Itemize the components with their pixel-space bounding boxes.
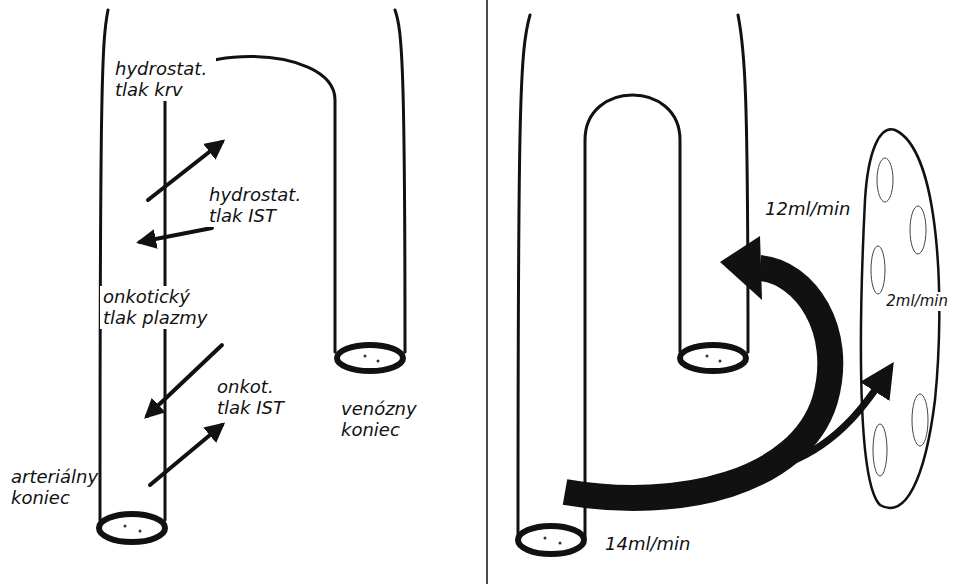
- speckle: [377, 360, 380, 363]
- capillary-wall: [100, 10, 108, 520]
- pressure-arrow: [150, 425, 222, 485]
- capillary-wall: [738, 15, 748, 352]
- speckle: [544, 537, 547, 540]
- flow-rate: 2ml/min: [883, 292, 951, 311]
- endothelial-cell: [910, 206, 926, 254]
- pressure-arrow: [140, 228, 212, 242]
- capillary-wall: [395, 10, 405, 352]
- panel-divider: [486, 0, 488, 584]
- speckle: [706, 355, 709, 358]
- speckle: [559, 542, 562, 545]
- pressure-arrow: [147, 345, 222, 416]
- speckle: [719, 360, 722, 363]
- speckle: [364, 355, 367, 358]
- flow-rate: 12ml/min: [762, 198, 853, 221]
- capillary-wall: [585, 95, 680, 538]
- endothelial-cell: [873, 424, 887, 476]
- end-label: venózny koniec: [338, 398, 438, 441]
- venous-end: [680, 345, 746, 371]
- endothelial-cell: [877, 158, 893, 202]
- end-label: arteriálny koniec: [8, 466, 98, 509]
- speckle: [124, 525, 127, 528]
- capillary-wall: [518, 15, 530, 538]
- flow-arrow: [565, 268, 830, 498]
- flow-arrowhead: [720, 236, 762, 300]
- arterial-end: [99, 514, 165, 542]
- pressure-label: hydrostat. tlak IST: [206, 184, 310, 227]
- lymph-vessel: [861, 129, 939, 508]
- endothelial-cell: [912, 394, 928, 446]
- arterial-end: [518, 526, 584, 554]
- flow-arrow: [790, 368, 890, 462]
- venous-end: [337, 345, 403, 371]
- endothelial-cell: [871, 246, 885, 294]
- pressure-label: onkotický tlak plazmy: [100, 286, 218, 329]
- flow-rate: 14ml/min: [602, 533, 693, 556]
- speckle: [139, 530, 142, 533]
- pressure-label: onkot. tlak IST: [214, 376, 314, 419]
- pressure-label: hydrostat. tlak krv: [112, 58, 216, 101]
